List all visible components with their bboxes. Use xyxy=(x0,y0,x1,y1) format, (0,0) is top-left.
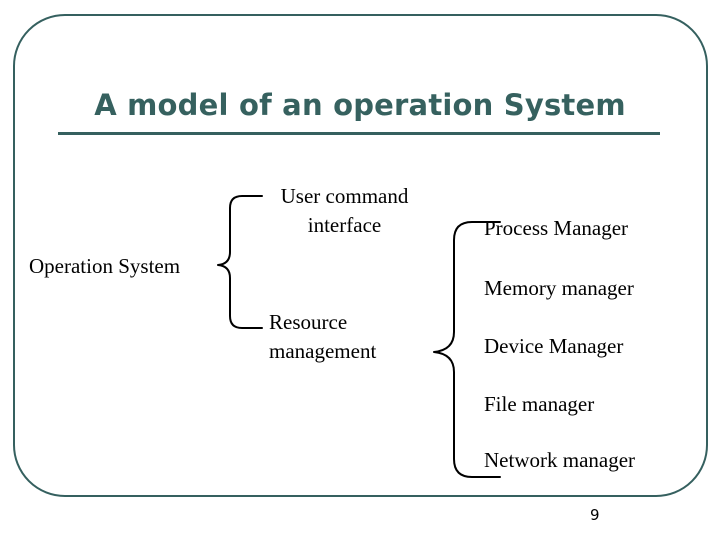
diagram-node-operation-system: Operation System xyxy=(29,254,181,278)
diagram-node-file-manager: File manager xyxy=(484,392,595,416)
brace-operation-system xyxy=(217,195,263,329)
diagram-node-resource-management: Resource management xyxy=(269,310,377,363)
diagram-node-memory-manager: Memory manager xyxy=(484,276,634,300)
diagram-node-device-manager: Device Manager xyxy=(484,334,624,358)
title-underline-rule xyxy=(58,132,660,135)
diagram-node-user-command-interface: User command interface xyxy=(280,184,409,237)
page-number: 9 xyxy=(590,506,600,524)
diagram-node-network-manager: Network manager xyxy=(484,448,636,472)
page-title: A model of an operation System xyxy=(94,88,626,122)
diagram-node-process-manager: Process Manager xyxy=(484,216,629,240)
